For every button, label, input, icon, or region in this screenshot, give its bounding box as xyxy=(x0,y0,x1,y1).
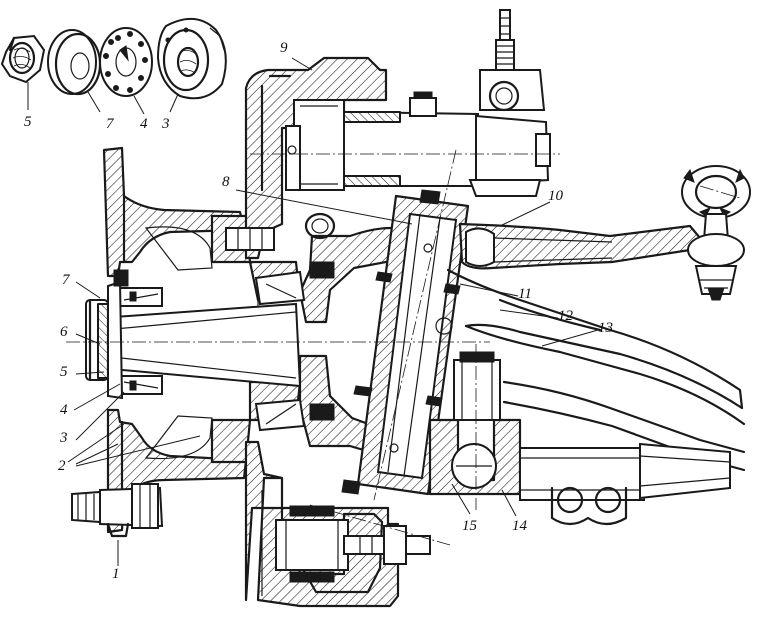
label-1: 1 xyxy=(112,566,120,582)
washer-7 xyxy=(47,29,102,96)
lock-plate-4 xyxy=(99,27,153,97)
label-4-top: 4 xyxy=(140,116,148,132)
tie-rod-end xyxy=(681,165,751,301)
label-7-top: 7 xyxy=(106,116,115,132)
label-12: 12 xyxy=(558,308,574,324)
label-5-left: 5 xyxy=(60,364,68,380)
mounting-bolt xyxy=(71,483,164,538)
part-labels: 5 7 4 3 9 8 10 11 12 13 7 6 5 4 3 2 1 15… xyxy=(24,40,613,582)
nut-3 xyxy=(156,18,227,100)
label-9: 9 xyxy=(280,40,288,56)
label-14: 14 xyxy=(512,518,528,534)
label-15: 15 xyxy=(462,518,478,534)
bolt-and-plug xyxy=(225,212,336,251)
lower-bolt xyxy=(275,505,431,583)
upper-arm xyxy=(285,9,551,197)
label-10: 10 xyxy=(548,188,564,204)
leader-lines xyxy=(27,57,599,566)
label-7-left: 7 xyxy=(62,272,71,288)
inner-bearing-top xyxy=(254,261,335,306)
center-lines xyxy=(66,149,741,546)
outer-bearing-top xyxy=(117,287,163,307)
axle-beam xyxy=(446,222,746,472)
bearings xyxy=(117,261,335,432)
inner-bearing-bottom xyxy=(254,398,335,432)
exploded-parts xyxy=(0,18,227,100)
label-13: 13 xyxy=(598,320,613,336)
label-3-top: 3 xyxy=(161,116,170,132)
label-5-top: 5 xyxy=(24,114,32,130)
label-2: 2 xyxy=(58,458,66,474)
label-4-left: 4 xyxy=(60,402,68,418)
nut-5 xyxy=(0,34,46,84)
ball-joint xyxy=(428,351,731,526)
label-11: 11 xyxy=(518,286,532,302)
outer-bearing-bottom xyxy=(117,375,163,395)
label-6: 6 xyxy=(60,324,68,340)
label-3-left: 3 xyxy=(59,430,68,446)
label-8: 8 xyxy=(222,174,230,190)
